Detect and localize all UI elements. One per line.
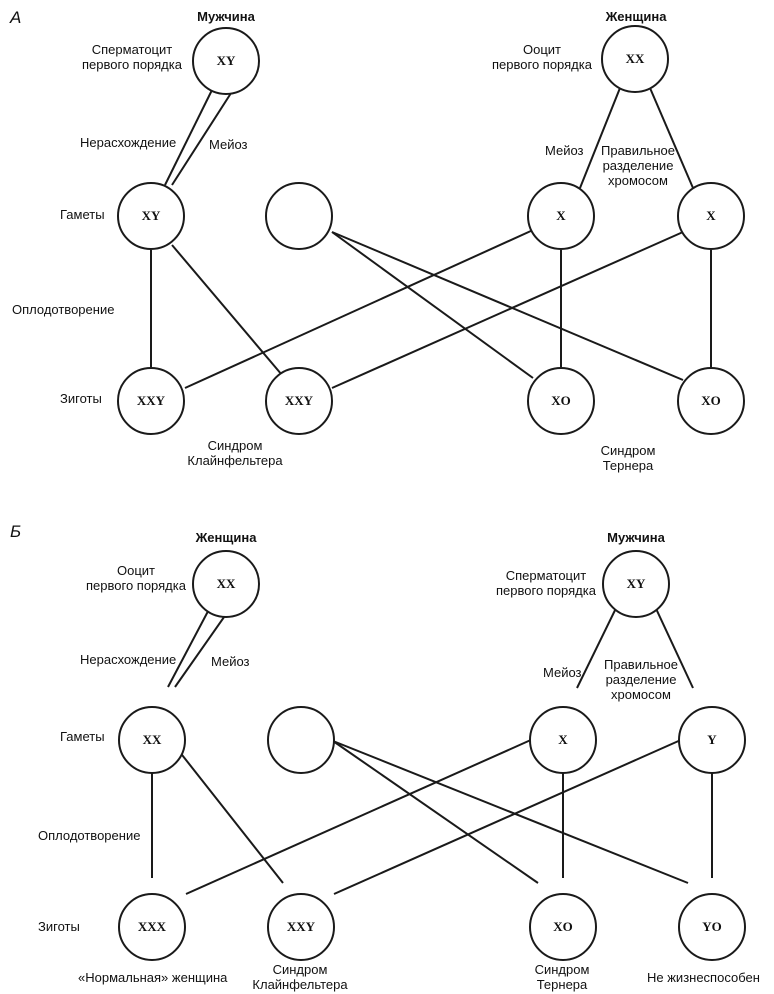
oocyte-label-line2: первого порядка [492,57,592,72]
turner-label-line1: Синдром [534,962,590,977]
oocyte-label-line1: Ооцит [522,42,561,57]
nonviable-label: Не жизнеспособен [647,970,760,985]
gamete-node: Y [678,706,746,774]
zygote-node: XO [677,367,745,435]
parent-node-male: XY [192,27,260,95]
spermatocyte-label-line2: первого порядка [496,583,596,598]
zygote-node: XO [527,367,595,435]
klinefelter-label: Синдром Клайнфельтера [240,962,360,992]
edge [649,87,694,189]
panel-letter: А [10,8,22,27]
edge [333,738,684,895]
turner-label: Синдром Тернера [586,443,670,473]
correct-separation-line2: разделение [605,672,677,687]
row-label-gametes: Гаметы [60,207,105,222]
correct-separation-line3: хромосом [608,173,668,188]
meiosis-left-label: Мейоз [211,654,250,669]
correct-separation-label: Правильное разделение хромосом [595,143,681,188]
klinefelter-label-line2: Клайнфельтера [187,453,283,468]
edge [331,231,534,379]
panel-letter: Б [10,522,22,541]
parent-node-male: XY [602,550,670,618]
klinefelter-label-line1: Синдром [272,962,328,977]
klinefelter-label-line2: Клайнфельтера [252,977,348,992]
zygote-node: XXY [117,367,185,435]
gamete-node-empty [265,182,333,250]
correct-separation-label: Правильное разделение хромосом [598,657,684,702]
turner-label-line1: Синдром [600,443,656,458]
oocyte-label-line2: первого порядка [86,578,186,593]
edge [164,89,213,186]
gamete-node: XX [118,706,186,774]
gamete-node: X [527,182,595,250]
correct-separation-line3: хромосом [611,687,671,702]
edge [185,738,534,895]
nondisjunction-label: Нерасхождение [80,652,177,667]
klinefelter-label: Синдром Клайнфельтера [160,438,310,468]
edge [331,231,684,389]
gamete-node-empty [267,706,335,774]
correct-separation-line1: Правильное [604,657,678,672]
klinefelter-label-line1: Синдром [207,438,263,453]
zygote-node: XXX [118,893,186,961]
edge [174,745,284,884]
panel-a-connections [150,87,712,389]
edge [171,244,283,376]
spermatocyte-label-line1: Сперматоцит [505,568,587,583]
row-label-fertilization: Оплодотворение [12,302,115,317]
meiosis-right-label: Мейоз [545,143,584,158]
edge [331,231,684,381]
panel-b-connections [151,597,713,895]
gamete-node: X [677,182,745,250]
turner-label-line2: Тернера [536,977,588,992]
oocyte-label: Ооцит первого порядка [80,563,192,593]
panel-a: А Мужчина Сперматоцит первого порядка XY… [0,0,774,494]
parent-node-female: XX [601,25,669,93]
zygote-node: XO [529,893,597,961]
male-title: Мужчина [607,530,665,545]
meiosis-left-label: Мейоз [209,137,248,152]
edge [184,229,534,389]
row-label-zygotes: Зиготы [38,919,80,934]
parent-node-female: XX [192,550,260,618]
edge [651,599,694,689]
normal-female-label: «Нормальная» женщина [78,970,228,985]
spermatocyte-label: Сперматоцит первого порядка [484,568,608,598]
zygote-node: XXY [267,893,335,961]
spermatocyte-label-line2: первого порядка [82,57,182,72]
panel-b: Б Женщина Ооцит первого порядка XX Мужчи… [0,494,774,994]
edge [332,740,539,884]
turner-label: Синдром Тернера [520,962,604,992]
row-label-zygotes: Зиготы [60,391,102,406]
edge [171,89,234,186]
zygote-node: XXY [265,367,333,435]
oocyte-label-line1: Ооцит [116,563,155,578]
row-label-gametes: Гаметы [60,729,105,744]
spermatocyte-label: Сперматоцит первого порядка [68,42,196,72]
spermatocyte-label-line1: Сперматоцит [91,42,173,57]
gamete-node: X [529,706,597,774]
correct-separation-line1: Правильное [601,143,675,158]
oocyte-label: Ооцит первого порядка [478,42,606,72]
turner-label-line2: Тернера [602,458,654,473]
edge [579,87,621,189]
zygote-node: YO [678,893,746,961]
edge [332,740,689,884]
male-title: Мужчина [197,9,255,24]
female-title: Женщина [195,530,257,545]
female-title: Женщина [605,9,667,24]
meiosis-right-label: Мейоз [543,665,582,680]
nondisjunction-label: Нерасхождение [80,135,177,150]
row-label-fertilization: Оплодотворение [38,828,141,843]
correct-separation-line2: разделение [602,158,674,173]
edge [576,599,621,689]
gamete-node: XY [117,182,185,250]
